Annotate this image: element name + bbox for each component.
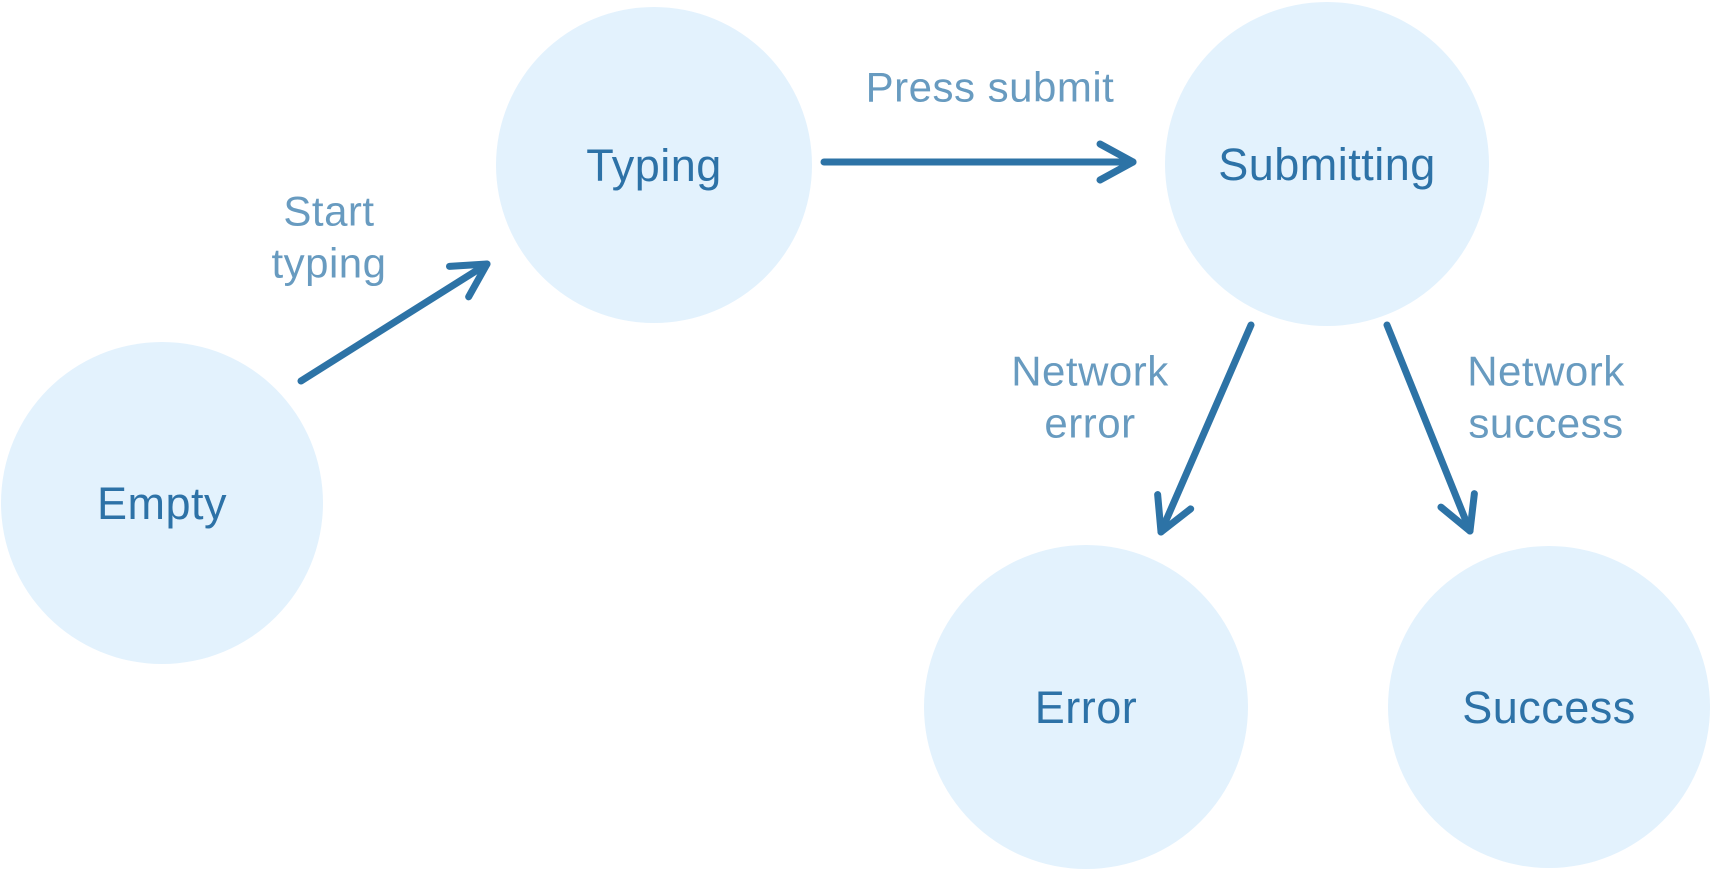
state-success-circle <box>1388 546 1710 868</box>
state-error-label: Error <box>1035 682 1138 733</box>
state-error: Error <box>924 545 1248 869</box>
transition-label-start-typing-line1: Start <box>283 188 374 235</box>
state-submitting: Submitting <box>1165 2 1489 326</box>
transition-label-network-success-line2: success <box>1468 400 1623 447</box>
transition-arrow-empty-to-typing <box>297 260 491 385</box>
transition-label-network-error-line2: error <box>1044 400 1135 447</box>
state-empty-circle <box>1 342 323 664</box>
transition-label-start-typing-line2: typing <box>271 240 386 287</box>
state-empty: Empty <box>1 342 323 664</box>
transition-arrow-submitting-to-error <box>1154 321 1255 536</box>
transition-arrow-submitting-to-success <box>1383 321 1478 535</box>
state-success: Success <box>1388 546 1710 868</box>
state-error-circle <box>924 545 1248 869</box>
transitions-layer <box>297 140 1478 536</box>
transition-label-network-error-line1: Network <box>1011 348 1169 395</box>
transition-labels-layer: Start typing Press submit Network error … <box>271 64 1625 447</box>
state-typing: Typing <box>496 7 812 323</box>
transition-label-press-submit: Press submit <box>866 64 1115 111</box>
state-success-label: Success <box>1462 682 1636 733</box>
state-empty-label: Empty <box>97 478 227 529</box>
state-typing-label: Typing <box>586 140 722 191</box>
transition-label-network-success-line1: Network <box>1467 348 1625 395</box>
state-submitting-label: Submitting <box>1218 139 1436 190</box>
state-submitting-circle <box>1165 2 1489 326</box>
state-typing-circle <box>496 7 812 323</box>
